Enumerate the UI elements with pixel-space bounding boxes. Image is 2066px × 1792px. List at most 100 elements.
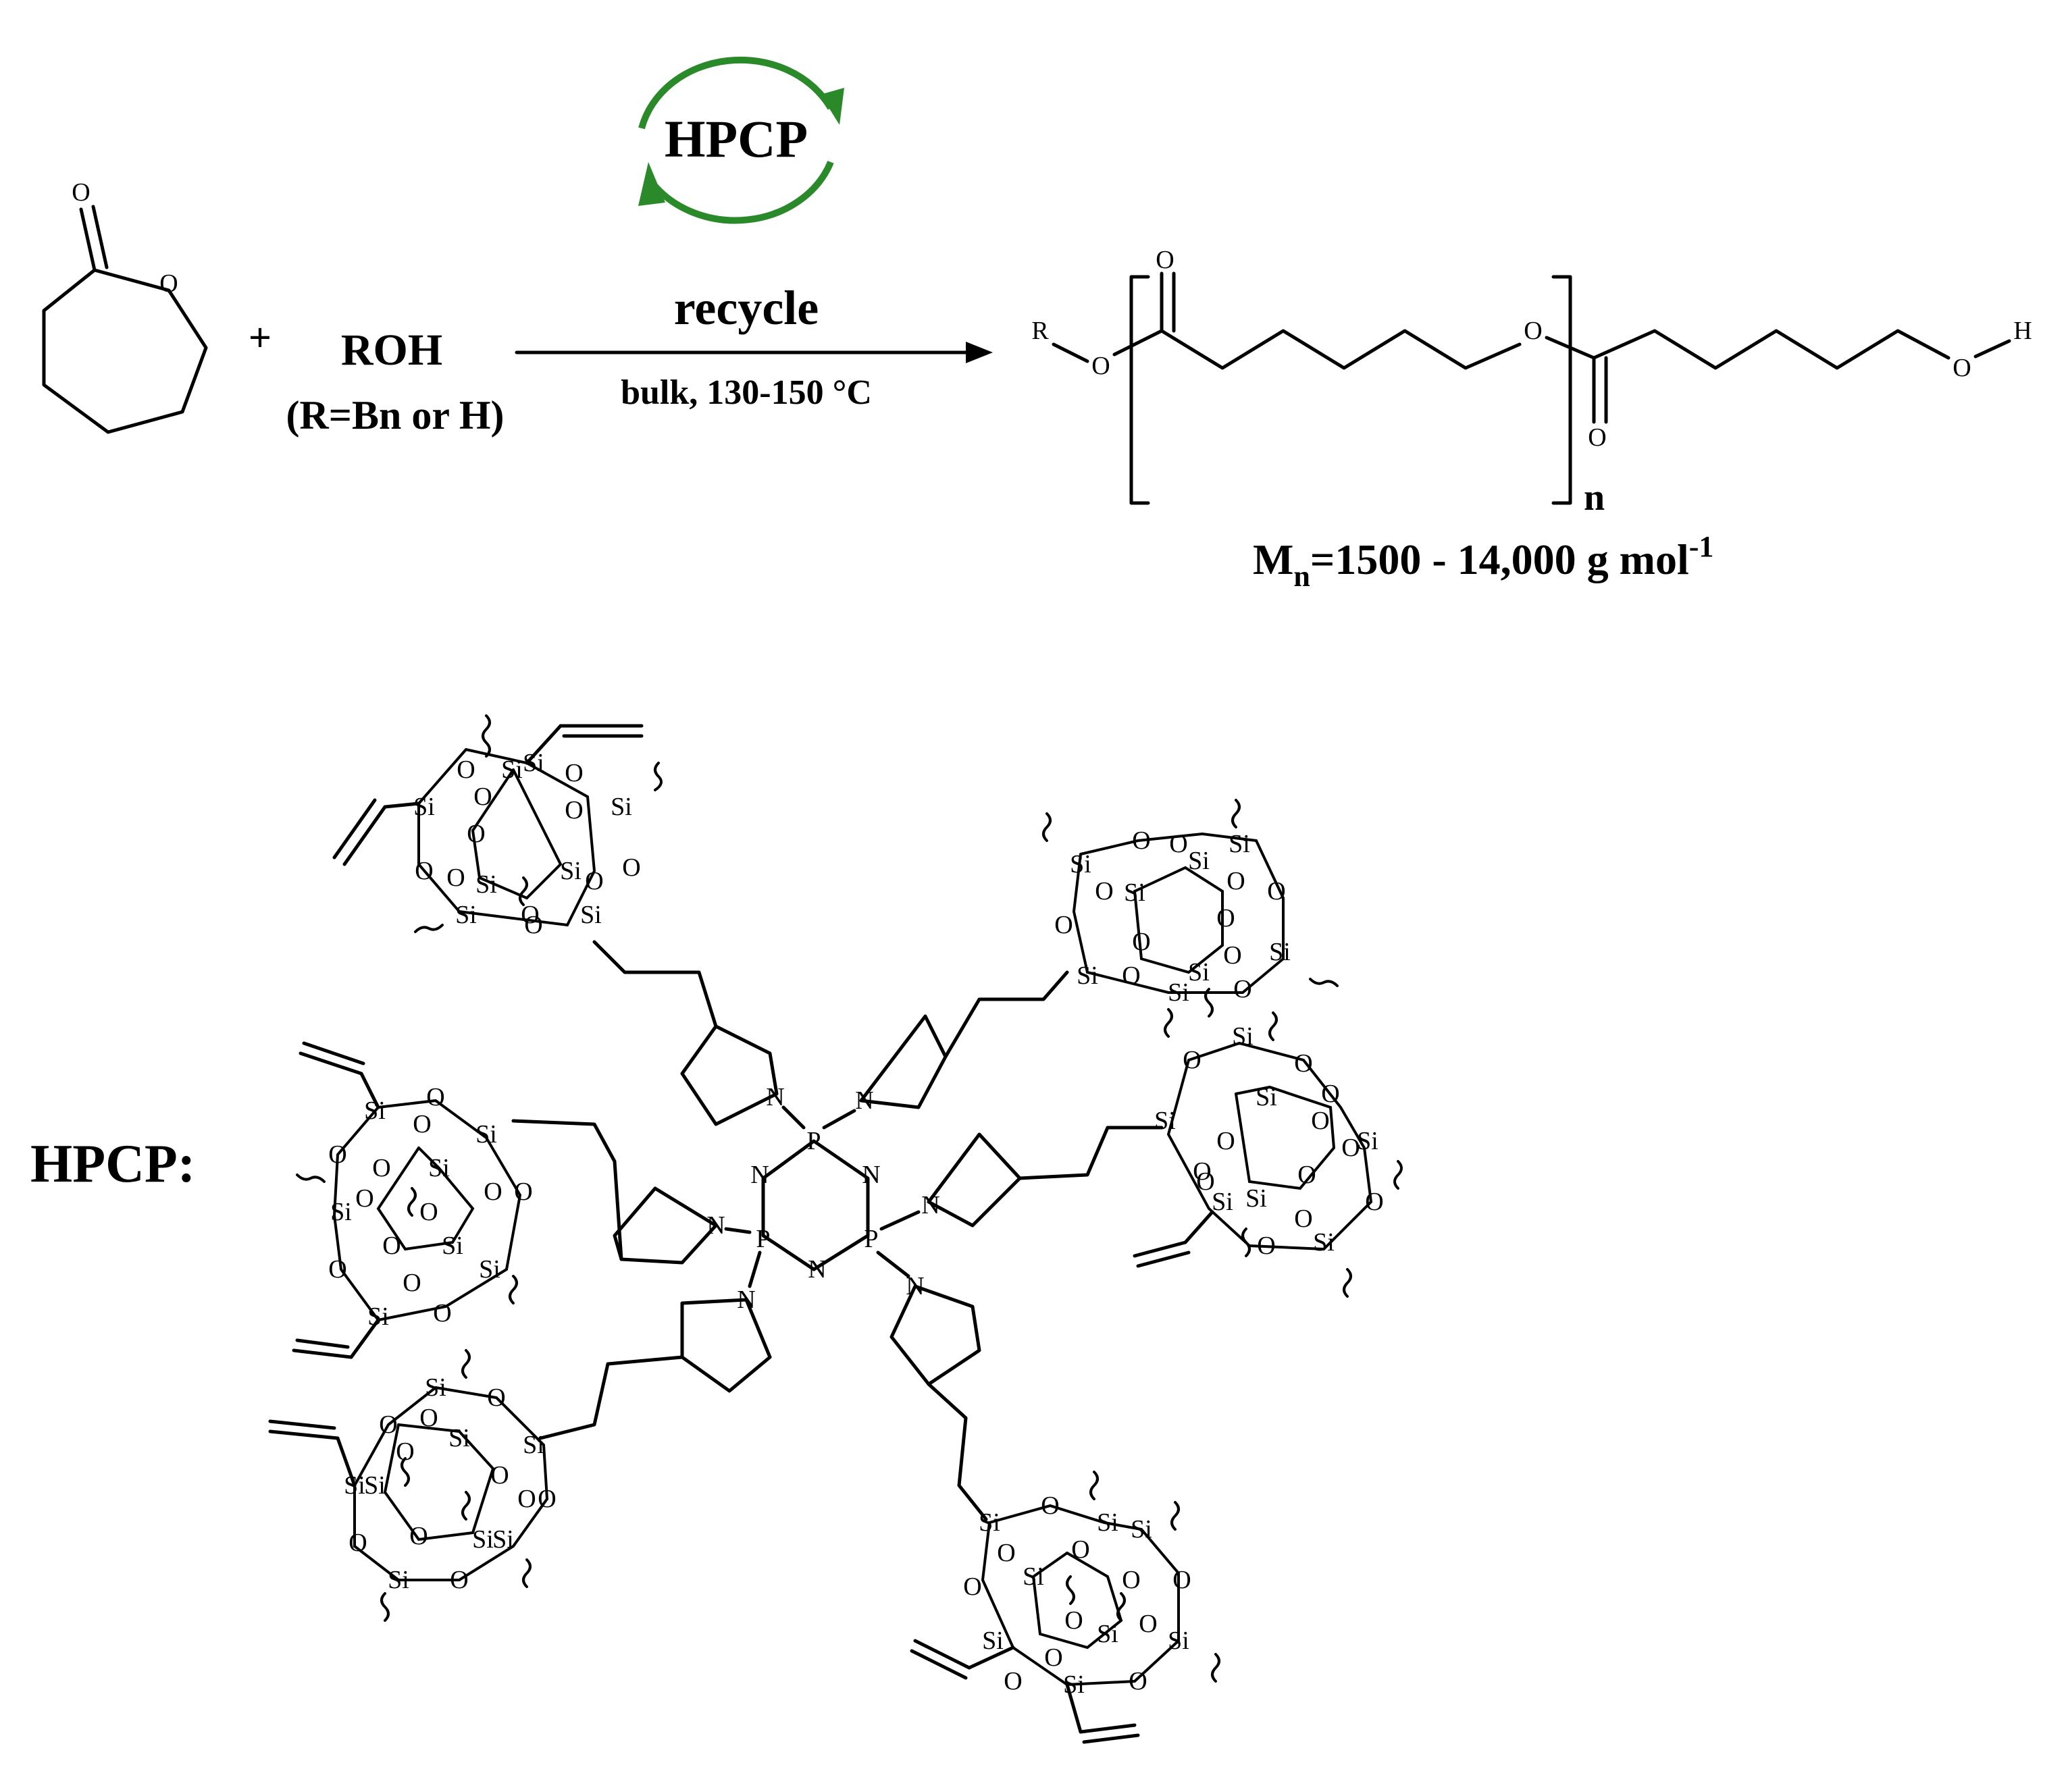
- oxygen-atom-label: O: [1216, 904, 1235, 932]
- silicon-atom-label: Si: [1256, 1083, 1277, 1111]
- silicon-atom-label: Si: [330, 1198, 352, 1226]
- oxygen-atom-label: O: [467, 820, 485, 848]
- oxygen-atom-label: O: [379, 1411, 397, 1439]
- oxygen-atom-label: O: [450, 1566, 468, 1594]
- oxygen-atom-label: O: [565, 796, 583, 824]
- silicon-atom-label: Si: [1070, 850, 1091, 878]
- nitrogen-atom-label: N: [737, 1286, 755, 1314]
- silicon-atom-label: Si: [1097, 1508, 1118, 1537]
- oxygen-atom-label: O: [490, 1461, 509, 1490]
- nitrogen-atom-label: N: [921, 1191, 939, 1219]
- oxygen-atom-label: O: [355, 1184, 373, 1213]
- oxygen-atom-label: O: [1172, 1566, 1191, 1594]
- oxygen-atom-label: O: [1267, 877, 1285, 905]
- oxygen-atom-label: O: [419, 1404, 438, 1432]
- mn-prefix: M: [1253, 535, 1293, 583]
- oxygen-atom-label: O: [372, 1154, 390, 1182]
- oxygen-atom-label: O: [446, 864, 465, 892]
- oxygen-atom-label: O: [1297, 1161, 1316, 1189]
- oxygen-atom-label: O: [1226, 867, 1245, 895]
- silicon-atom-label: Si: [388, 1566, 409, 1594]
- oxygen-atom-label: O: [348, 1529, 367, 1557]
- silicon-atom-label: Si: [367, 1302, 389, 1331]
- oxygen-atom-label: O: [1294, 1205, 1312, 1233]
- mn-superscript: -1: [1689, 530, 1714, 563]
- silicon-atom-label: Si: [1229, 830, 1250, 858]
- oxygen-atom-label: O: [524, 911, 542, 939]
- poss-cage: Si Si Si Si Si Si Si Si O O O O O O O O …: [268, 1349, 557, 1622]
- silicon-atom-label: Si: [523, 1431, 544, 1459]
- carbonyl-oxygen-label: O: [1156, 246, 1174, 274]
- oxygen-atom-label: O: [1196, 1167, 1214, 1196]
- silicon-atom-label: Si: [425, 1373, 446, 1402]
- oxygen-atom-label: O: [382, 1232, 401, 1260]
- hpcp-heading: HPCP:: [30, 1134, 195, 1194]
- oxygen-atom-label: O: [1139, 1610, 1157, 1638]
- oxygen-atom-label: O: [514, 1178, 532, 1206]
- silicon-atom-label: Si: [982, 1627, 1004, 1655]
- silicon-atom-label: Si: [1188, 958, 1210, 986]
- oxygen-atom-label: O: [1216, 1127, 1235, 1155]
- oxygen-atom-label: O: [1129, 1667, 1147, 1695]
- oxygen-atom-label: O: [473, 783, 492, 811]
- chain-oxygen-label: O: [1524, 317, 1542, 345]
- catalyst-label: HPCP: [665, 109, 808, 168]
- end-carbonyl-oxygen-label: O: [1588, 423, 1606, 452]
- conditions-label: bulk, 130-150 °C: [621, 373, 872, 412]
- mn-value: =1500 - 14,000 g mol: [1310, 535, 1689, 583]
- terminal-oxygen-label: O: [1953, 354, 1971, 382]
- recycle-label: recycle: [674, 281, 819, 335]
- ester-oxygen-label: O: [1091, 352, 1110, 380]
- silicon-atom-label: Si: [1097, 1620, 1118, 1648]
- oxygen-atom-label: O: [1044, 1643, 1062, 1672]
- silicon-atom-label: Si: [1357, 1127, 1378, 1155]
- svg-text:Mn=1500 - 14,000 g mol-1: Mn=1500 - 14,000 g mol-1: [1253, 530, 1713, 593]
- oxygen-atom-label: O: [1122, 1566, 1140, 1594]
- alcohol-note: (R=Bn or H): [286, 393, 504, 438]
- oxygen-atom-label: O: [565, 759, 583, 787]
- oxygen-atom-label: O: [538, 1485, 556, 1513]
- oxygen-atom-label: O: [1311, 1107, 1329, 1135]
- silicon-atom-label: Si: [492, 1525, 514, 1554]
- silicon-atom-label: Si: [455, 901, 477, 929]
- oxygen-atom-label: O: [1294, 1049, 1312, 1078]
- silicon-atom-label: Si: [364, 1097, 386, 1125]
- hpcp-structure: P P P N N N N N N N N N: [268, 714, 1403, 1744]
- silicon-atom-label: Si: [1245, 1184, 1267, 1213]
- poss-cage: Si Si Si Si Si Si Si O O O O O O O O O O…: [292, 1041, 533, 1359]
- silicon-atom-label: Si: [364, 1471, 386, 1500]
- silicon-atom-label: Si: [428, 1154, 450, 1182]
- recycle-cycle-icon: [638, 56, 844, 224]
- oxygen-atom-label: O: [1365, 1188, 1383, 1216]
- oxygen-atom-label: O: [487, 1383, 505, 1412]
- nitrogen-atom-label: N: [808, 1255, 826, 1284]
- oxygen-atom-label: O: [1223, 941, 1241, 970]
- silicon-atom-label: Si: [442, 1232, 463, 1260]
- carbonyl-oxygen-label: O: [72, 178, 90, 207]
- silicon-atom-label: Si: [448, 1424, 470, 1452]
- oxygen-atom-label: O: [419, 1198, 438, 1226]
- phosphorus-atom-label: P: [806, 1127, 821, 1155]
- poss-cage: Si Si Si Si Si Si Si Si O O O O O O O O …: [332, 714, 663, 939]
- silicon-atom-label: Si: [1313, 1228, 1335, 1257]
- silicon-atom-label: Si: [1124, 878, 1145, 907]
- caprolactone-structure: O O: [42, 178, 208, 434]
- oxygen-atom-label: O: [396, 1438, 414, 1466]
- silicon-atom-label: Si: [1023, 1562, 1044, 1591]
- oxygen-atom-label: O: [1004, 1667, 1022, 1695]
- phosphorus-atom-label: P: [864, 1225, 878, 1253]
- ring-oxygen-label: O: [159, 269, 178, 298]
- silicon-atom-label: Si: [1212, 1188, 1233, 1216]
- silicon-atom-label: Si: [344, 1471, 365, 1500]
- oxygen-atom-label: O: [1041, 1492, 1059, 1520]
- poss-cage: Si Si Si Si Si Si Si O O O O O O O O O O…: [1133, 1011, 1403, 1298]
- oxygen-atom-label: O: [1321, 1080, 1339, 1108]
- silicon-atom-label: Si: [413, 793, 435, 821]
- oxygen-atom-label: O: [409, 1522, 428, 1550]
- oxygen-atom-label: O: [517, 1485, 536, 1513]
- oxygen-atom-label: O: [1233, 975, 1251, 1003]
- oxygen-atom-label: O: [426, 1083, 444, 1111]
- poss-cage: Si Si Si Si Si Si Si Si O O O O O O O O …: [1042, 799, 1339, 1038]
- alcohol-label: ROH: [341, 325, 442, 375]
- oxygen-atom-label: O: [1183, 1046, 1201, 1074]
